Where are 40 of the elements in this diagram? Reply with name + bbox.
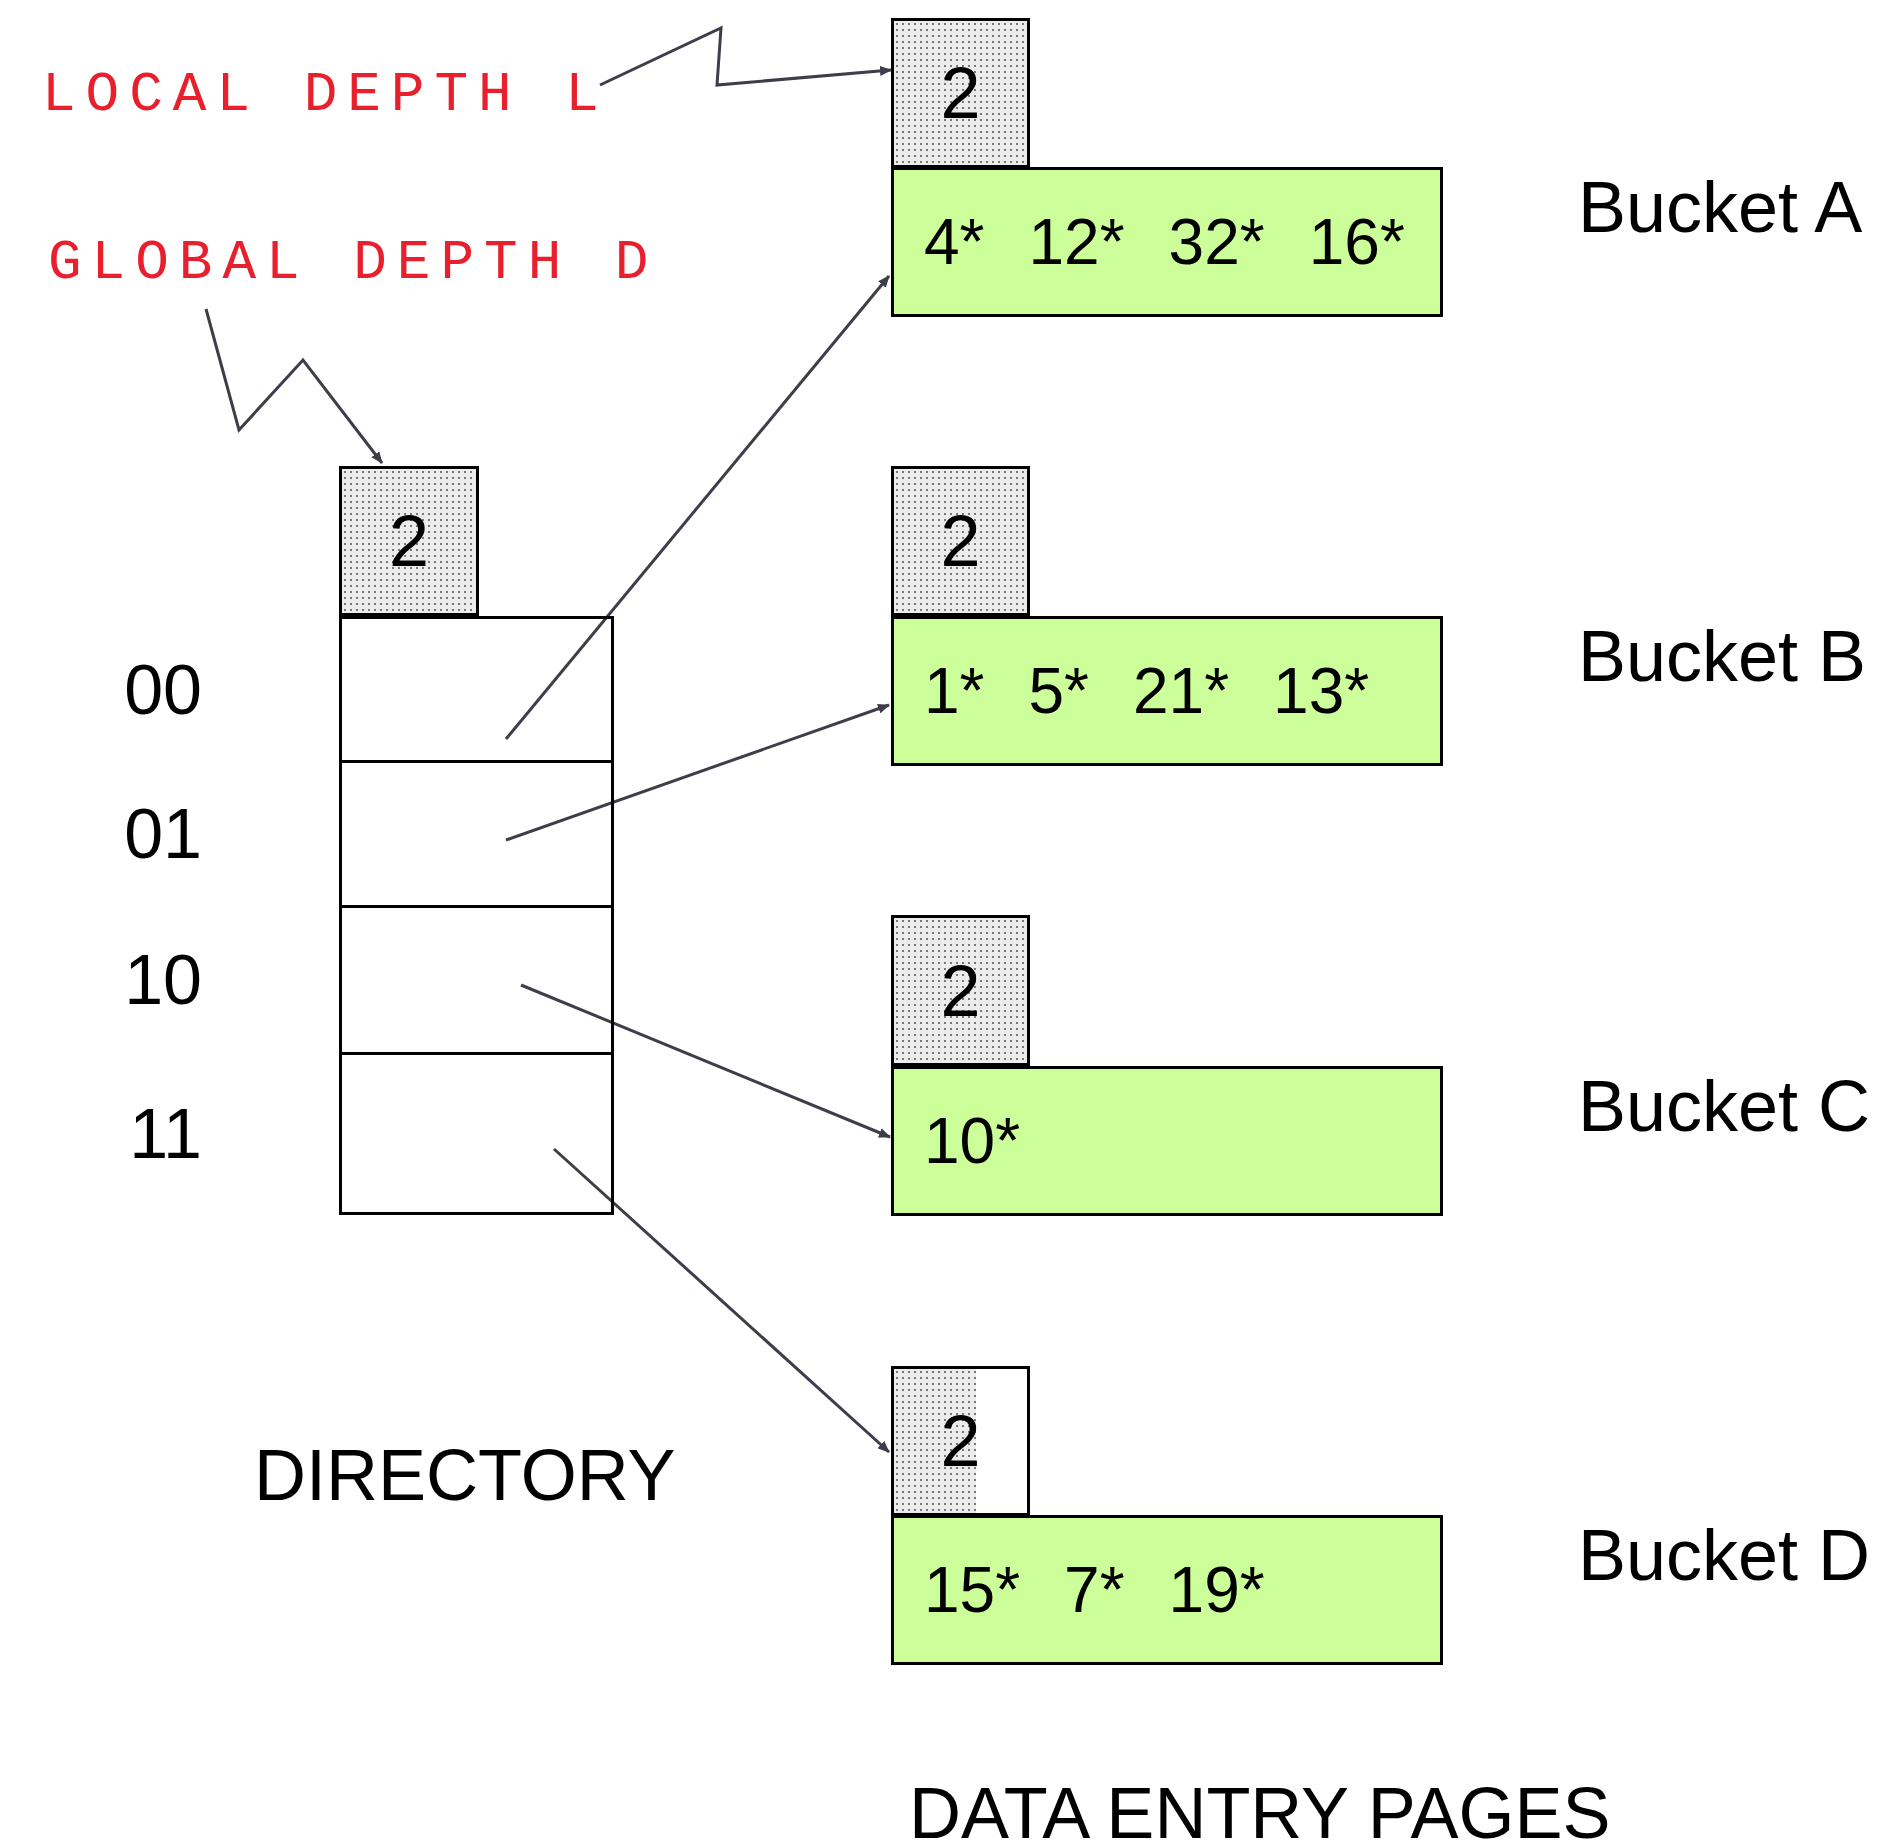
leader-line xyxy=(204,308,384,464)
depth-value: 2 xyxy=(940,505,981,577)
arrow xyxy=(504,275,891,740)
arrow xyxy=(505,703,890,842)
depth-box xyxy=(891,18,1030,168)
data-entry: 21* xyxy=(1133,659,1230,723)
leader-line xyxy=(599,25,892,87)
bucket-label: Bucket B xyxy=(1578,615,1867,698)
section-label: DIRECTORY xyxy=(254,1434,676,1517)
data-entry: 4* xyxy=(924,210,985,274)
arrow xyxy=(520,983,891,1139)
data-entry: 5* xyxy=(1028,659,1089,723)
depth-box xyxy=(891,915,1030,1066)
data-entry: 10* xyxy=(924,1109,1021,1173)
row-label: 01 xyxy=(124,799,202,869)
data-entry: 1* xyxy=(924,659,985,723)
annotation-text: GLOBAL DEPTH D xyxy=(48,235,659,291)
bucket-label: Bucket C xyxy=(1578,1065,1871,1148)
data-entry: 12* xyxy=(1028,210,1125,274)
depth-value: 2 xyxy=(940,1405,981,1477)
data-entry: 32* xyxy=(1168,210,1265,274)
depth-box xyxy=(891,1366,1030,1516)
row-label: 11 xyxy=(129,1098,202,1169)
depth-value: 2 xyxy=(940,954,981,1027)
depth-box xyxy=(891,466,1030,616)
data-entry: 19* xyxy=(1168,1558,1265,1622)
data-entry: 16* xyxy=(1308,210,1405,274)
arrow xyxy=(553,1147,890,1454)
row-label: 10 xyxy=(124,945,202,1015)
depth-box xyxy=(339,466,479,616)
depth-value: 2 xyxy=(388,505,429,577)
depth-value: 2 xyxy=(940,57,981,129)
bucket-label: Bucket D xyxy=(1578,1514,1871,1597)
data-entry: 13* xyxy=(1273,659,1370,723)
data-entry: 7* xyxy=(1064,1558,1125,1622)
section-label: DATA ENTRY PAGES xyxy=(909,1772,1611,1845)
row-label: 00 xyxy=(124,654,202,725)
bucket-label: Bucket A xyxy=(1578,166,1863,249)
annotation-text: LOCAL DEPTH L xyxy=(42,67,609,123)
data-entry: 15* xyxy=(924,1558,1021,1622)
